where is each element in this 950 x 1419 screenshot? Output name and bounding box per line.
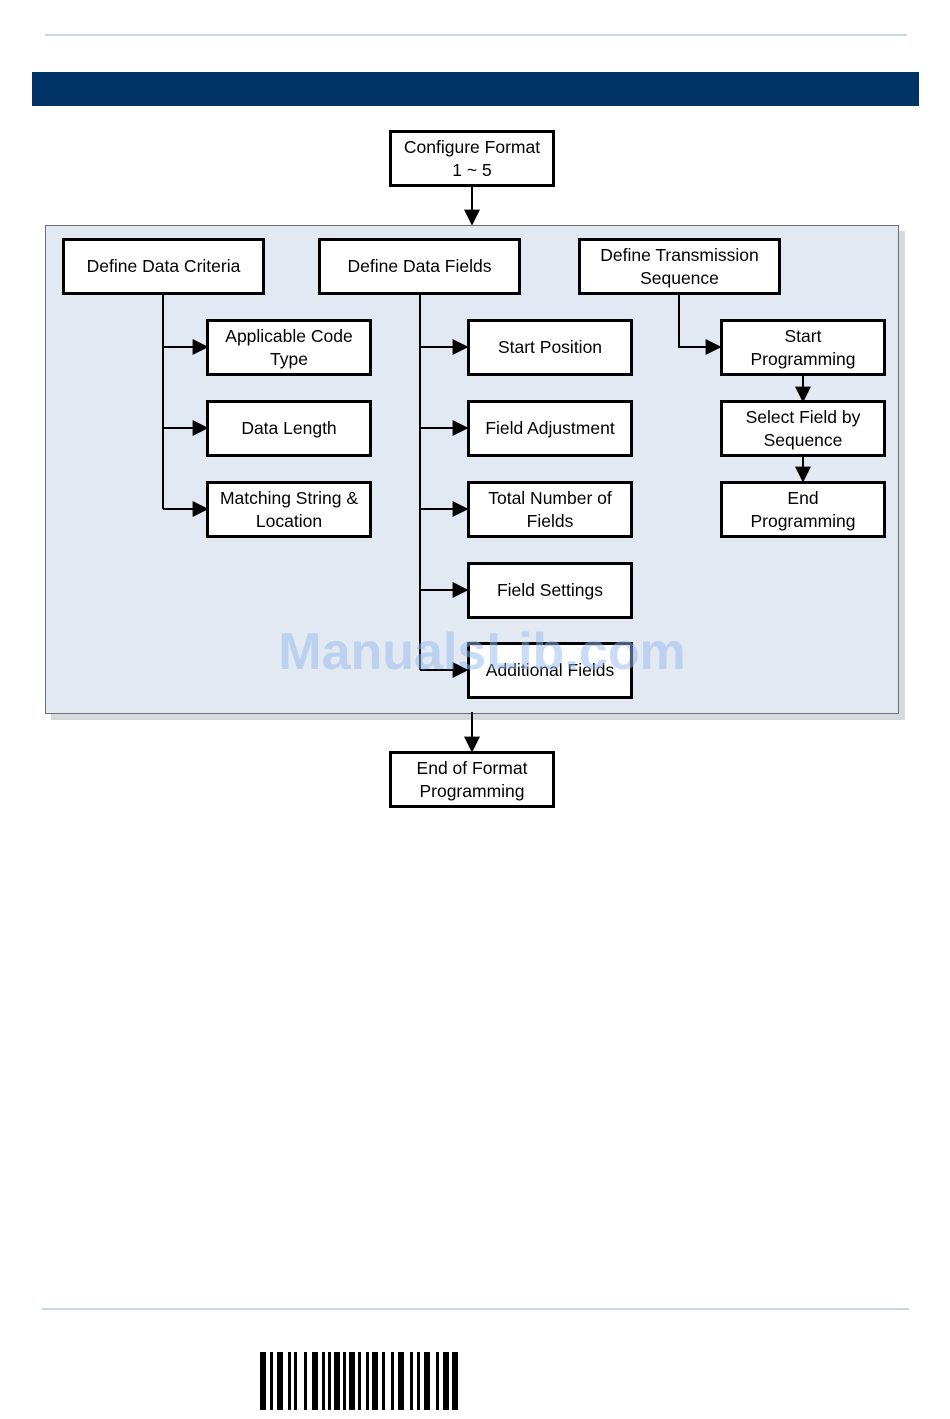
field-adjustment-box: Field Adjustment [467, 400, 633, 457]
total-number-of-fields-box: Total Number of Fields [467, 481, 633, 538]
end-of-format-programming-box: End of Format Programming [389, 751, 555, 808]
define-data-criteria-box: Define Data Criteria [62, 238, 265, 295]
define-transmission-sequence-box: Define Transmission Sequence [578, 238, 781, 295]
additional-fields-box: Additional Fields [467, 642, 633, 699]
barcode-image [260, 1352, 458, 1410]
process-panel [45, 225, 899, 714]
top-rule [45, 34, 907, 36]
define-data-fields-box: Define Data Fields [318, 238, 521, 295]
select-field-by-sequence-box: Select Field by Sequence [720, 400, 886, 457]
bottom-rule [42, 1308, 909, 1310]
end-programming-box: End Programming [720, 481, 886, 538]
configure-format-box: Configure Format 1 ~ 5 [389, 130, 555, 187]
transmission-elbow [678, 293, 722, 355]
applicable-code-type-box: Applicable Code Type [206, 319, 372, 376]
start-programming-box: Start Programming [720, 319, 886, 376]
field-settings-box: Field Settings [467, 562, 633, 619]
matching-string-location-box: Matching String & Location [206, 481, 372, 538]
header-bar [32, 72, 919, 106]
data-length-box: Data Length [206, 400, 372, 457]
start-position-box: Start Position [467, 319, 633, 376]
